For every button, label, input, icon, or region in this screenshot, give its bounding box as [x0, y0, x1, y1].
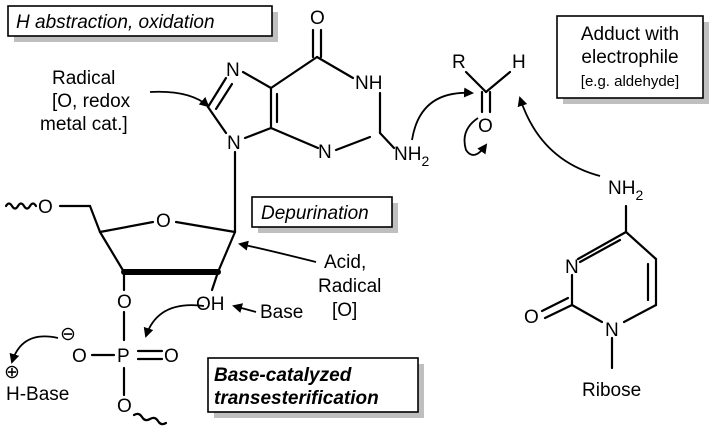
acid-label-3: [O]	[332, 300, 357, 321]
guanine-n3: N	[318, 142, 332, 163]
sugar-ring-o: O	[156, 211, 171, 232]
box-base-catalyzed: Base-catalyzed transesterification	[207, 357, 424, 418]
base-label: Base	[260, 302, 303, 323]
depurination-title: Depurination	[261, 203, 369, 224]
atom-labels: O N NH N N NH2 O O O OH O ⊖ P O O ⊕ R H …	[4, 8, 643, 417]
cytosine-attack-arrow	[517, 96, 601, 177]
phosphate-p: P	[117, 346, 130, 367]
aldehyde-r: R	[452, 52, 466, 73]
ribose-label: Ribose	[582, 380, 641, 401]
phosphate-bonds	[90, 349, 168, 426]
carbonyl-arrow	[463, 117, 488, 156]
box-adduct: Adduct with electrophile [e.g. aldehyde]	[556, 15, 709, 104]
sugar-oh: OH	[196, 294, 225, 315]
aldehyde-o: O	[478, 116, 493, 137]
phosphate-o-chain: O	[117, 396, 132, 417]
minus-sign-icon: ⊖	[60, 324, 76, 345]
aldehyde-bonds	[464, 70, 512, 114]
radical-label-2: [O, redox	[52, 91, 131, 112]
amine-attack-arrow	[411, 87, 474, 141]
box-depurination: Depurination	[251, 196, 398, 233]
cytosine-n1: N	[605, 320, 619, 341]
cytosine-nh2: NH2	[608, 178, 643, 203]
side-labels: Radical [O, redox metal cat.] Acid, Radi…	[6, 68, 641, 405]
radical-label-1: Radical	[52, 68, 115, 89]
cytosine-o: O	[524, 307, 539, 328]
guanine-n7: N	[226, 60, 240, 81]
cytosine-bonds	[540, 204, 658, 370]
phosphate-o-double: O	[164, 346, 179, 367]
h-base-label: H-Base	[6, 384, 69, 405]
sugar-o3: O	[117, 292, 132, 313]
guanine-bonds	[206, 28, 396, 234]
base-arrow	[232, 303, 257, 313]
guanine-n9: N	[227, 133, 241, 154]
mechanism-arrows	[9, 87, 601, 364]
guanine-nh2: NH2	[394, 144, 429, 169]
phosphate-o-minus: O	[72, 346, 87, 367]
sugar-o5: O	[38, 197, 53, 218]
plus-sign-icon: ⊕	[4, 362, 20, 383]
transesterification-arrow	[143, 304, 205, 338]
box-h-abstraction: H abstraction, oxidation	[7, 5, 278, 42]
h-abstraction-title: H abstraction, oxidation	[16, 12, 215, 33]
cytosine-n3: N	[565, 257, 579, 278]
adduct-line3: [e.g. aldehyde]	[581, 73, 679, 90]
acid-label-2: Radical	[318, 276, 381, 297]
guanine-nh: NH	[355, 73, 382, 94]
radical-attack-arrow	[149, 90, 210, 108]
base-catalyzed-line2: transesterification	[214, 388, 379, 409]
base-catalyzed-line1: Base-catalyzed	[214, 365, 352, 386]
aldehyde-h: H	[512, 52, 526, 73]
acid-radical-arrow	[238, 240, 317, 263]
radical-label-3: metal cat.]	[40, 114, 128, 135]
proton-transfer-arrow	[9, 335, 59, 364]
acid-label-1: Acid,	[324, 252, 366, 273]
adduct-line1: Adduct with	[581, 24, 679, 45]
sugar-bonds	[4, 202, 237, 342]
adduct-line2: electrophile	[581, 47, 678, 68]
guanine-carbonyl-o: O	[310, 8, 325, 29]
